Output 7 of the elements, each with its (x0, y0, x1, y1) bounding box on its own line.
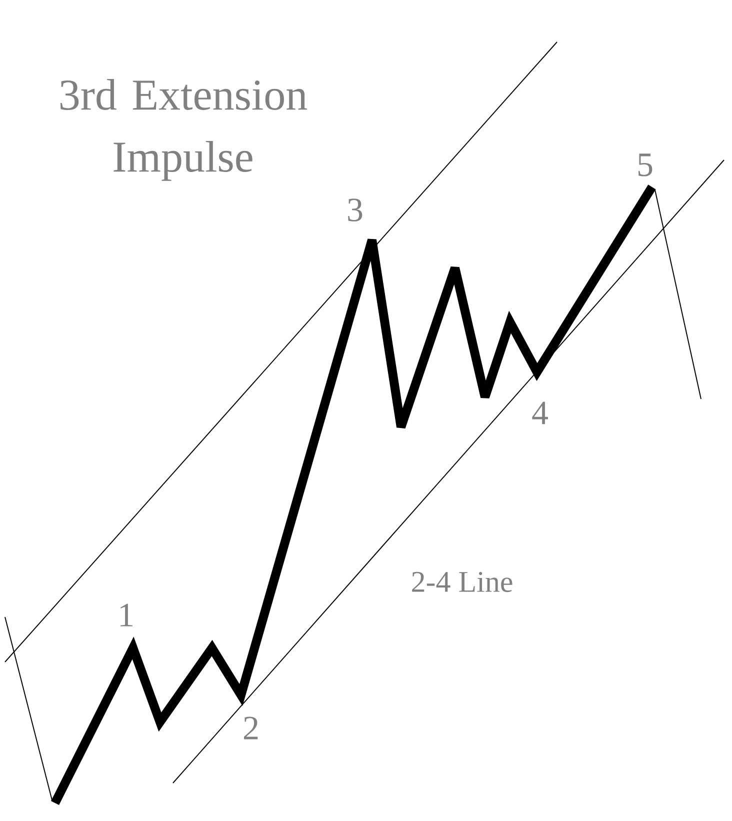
wave-number: 2 (244, 716, 258, 740)
wave-number: 3 (348, 198, 362, 222)
wave-number: 1 (120, 604, 132, 626)
wave-number: 5 (638, 154, 652, 176)
line-label: 2-4 Line (412, 572, 512, 592)
wave-number: 4 (532, 402, 548, 424)
title: 3rd Extension Impulse (60, 79, 307, 181)
